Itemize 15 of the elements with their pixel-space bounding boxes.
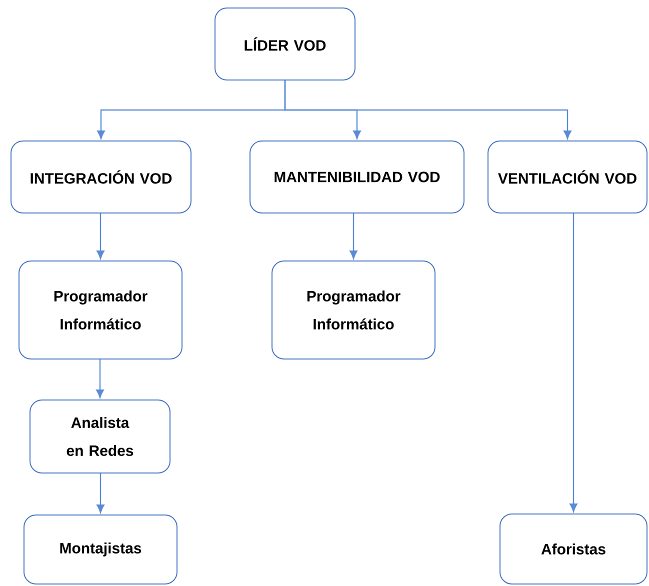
arrow xyxy=(284,80,572,139)
arrow xyxy=(96,473,104,513)
role-box: LÍDER VOD xyxy=(214,8,356,80)
role-box: MANTENIBILIDAD VOD xyxy=(250,140,464,214)
role-box: INTEGRACIÓN VOD xyxy=(10,140,192,214)
arrow xyxy=(570,213,578,512)
arrow xyxy=(350,213,358,259)
arrow xyxy=(96,359,104,398)
role-box: Analista en Redes xyxy=(30,400,170,474)
role-box: Programador Informático xyxy=(18,260,182,360)
role-box: Montajistas xyxy=(24,514,178,584)
role-box: VENTILACIÓN VOD xyxy=(488,140,648,214)
role-box: Programador Informático xyxy=(272,260,436,360)
role-box: Aforistas xyxy=(500,513,648,584)
arrow xyxy=(96,213,104,259)
